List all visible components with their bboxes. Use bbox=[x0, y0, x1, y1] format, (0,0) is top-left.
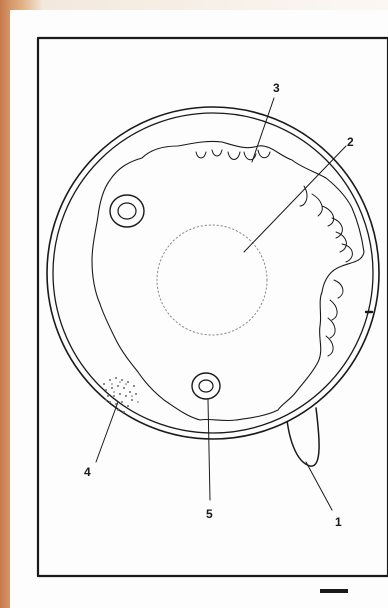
structure-5-outer bbox=[192, 373, 220, 399]
leader-4 bbox=[96, 402, 118, 462]
label-5: 5 bbox=[206, 508, 213, 520]
figure-panel: 1 2 3 4 5 bbox=[10, 10, 388, 608]
left-inclusion-outer bbox=[110, 195, 144, 227]
label-2: 2 bbox=[347, 136, 354, 148]
label-4: 4 bbox=[84, 466, 91, 478]
label-3: 3 bbox=[273, 82, 280, 94]
leader-1 bbox=[306, 462, 332, 510]
label-1: 1 bbox=[335, 516, 342, 528]
cell-diagram bbox=[10, 10, 388, 608]
